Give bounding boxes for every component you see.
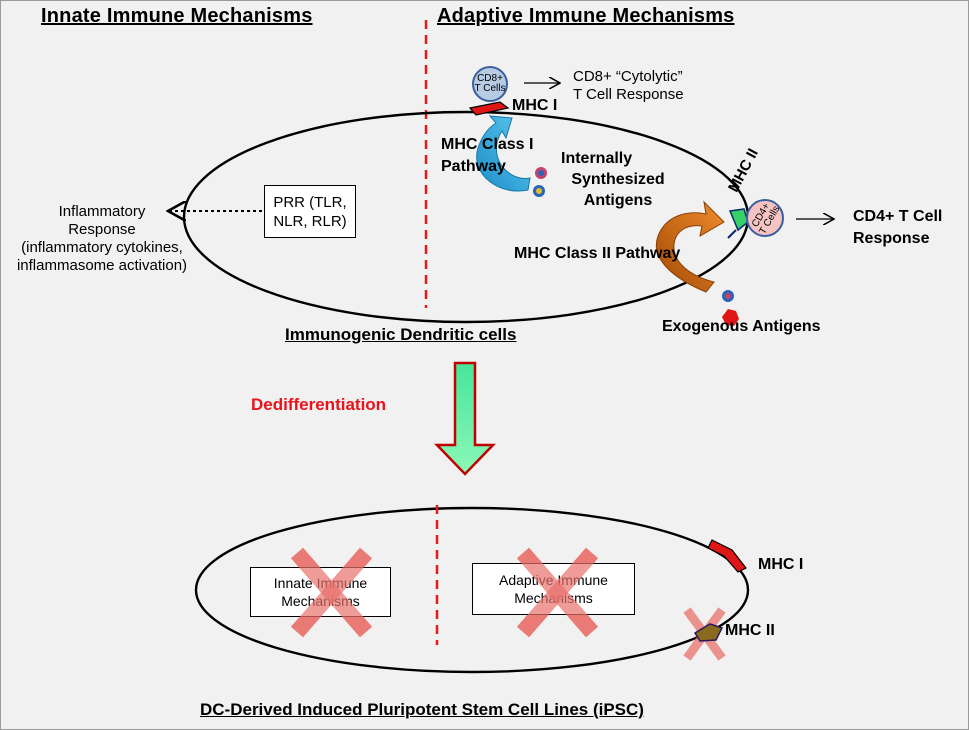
exogenous-antigen-1 xyxy=(722,290,734,302)
mhc1-label-bottom: MHC I xyxy=(758,556,804,573)
top-cell-caption: Immunogenic Dendritic cells xyxy=(285,325,517,344)
cd4-response-label: CD4+ T Cell Response xyxy=(853,206,942,250)
pathway1-arrow xyxy=(476,115,531,192)
bottom-cell-membrane xyxy=(194,506,750,674)
adaptive-box-line1: Adaptive Immune xyxy=(499,572,608,588)
inflammatory-line1: Inflammatory xyxy=(58,203,146,220)
innate-header: Innate Immune Mechanisms xyxy=(41,5,313,27)
cd8-tcell-label: CD8+ T Cells xyxy=(473,74,507,94)
cd4-tcell xyxy=(746,199,784,237)
cd8-response-label: CD8+ “Cytolytic” T Cell Response xyxy=(573,68,684,104)
adaptive-header: Adaptive Immune Mechanisms xyxy=(437,5,735,27)
cd4-response-line2: Response xyxy=(853,230,930,247)
mhc-class1-line1: MHC Class I xyxy=(441,136,534,153)
mhc1-label-top: MHC I xyxy=(512,97,558,114)
mhc1-receptor-bottom xyxy=(707,539,747,573)
inflammatory-line4: inflammasome activation) xyxy=(16,257,188,274)
dedifferentiation-arrow xyxy=(434,361,496,476)
mhc2-label-bottom: MHC II xyxy=(725,622,775,639)
cd8-cell-line1: CD8+ xyxy=(477,73,503,84)
mhc2-receptor-top xyxy=(728,208,749,232)
innate-box: Innate Immune Mechanisms xyxy=(250,567,391,617)
dedifferentiation-label: Dedifferentiation xyxy=(251,395,387,414)
cd8-response-line2: T Cell Response xyxy=(573,86,684,103)
internal-antigen-1 xyxy=(535,167,547,179)
cd8-cell-line2: T Cells xyxy=(474,83,506,94)
inflammatory-response-label: Inflammatory Response (inflammatory cyto… xyxy=(2,203,202,275)
exogenous-antigens-label: Exogenous Antigens xyxy=(662,318,821,335)
exogenous-antigen-2 xyxy=(722,309,739,326)
adaptive-box-line2: Mechanisms xyxy=(514,590,593,606)
bottom-cell-caption: DC-Derived Induced Pluripotent Stem Cell… xyxy=(200,700,644,719)
internal-line1: Internally xyxy=(561,150,633,167)
cd4-response-line1: CD4+ T Cell xyxy=(853,208,943,225)
cd8-tcell xyxy=(472,66,508,102)
inflammatory-line3: (inflammatory cytokines, xyxy=(21,239,183,256)
adaptive-box: Adaptive Immune Mechanisms xyxy=(472,563,635,615)
innate-box-line1: Innate Immune xyxy=(273,575,368,591)
pathway2-arrow xyxy=(655,200,725,293)
mhc-class1-pathway-label: MHC Class I Pathway xyxy=(441,134,533,178)
mhc-class2-pathway-label: MHC Class II Pathway xyxy=(514,245,681,262)
mhc-class1-line2: Pathway xyxy=(441,158,506,175)
mhc2-receptor-bottom xyxy=(693,623,724,642)
internal-line3: Antigens xyxy=(583,192,653,209)
prr-label-line2: NLR, RLR) xyxy=(273,212,347,230)
inflammatory-line2: Response xyxy=(68,221,136,238)
innate-box-line2: Mechanisms xyxy=(281,593,360,609)
mhc1-receptor-top xyxy=(468,101,510,116)
internal-line2: Synthesized xyxy=(571,171,665,188)
prr-box: PRR (TLR, NLR, RLR) xyxy=(264,185,356,238)
internal-antigens-label: Internally Synthesized Antigens xyxy=(552,148,684,211)
cd8-response-line1: CD8+ “Cytolytic” xyxy=(573,68,683,85)
prr-label-line1: PRR (TLR, xyxy=(273,193,347,211)
internal-antigen-2 xyxy=(533,185,545,197)
